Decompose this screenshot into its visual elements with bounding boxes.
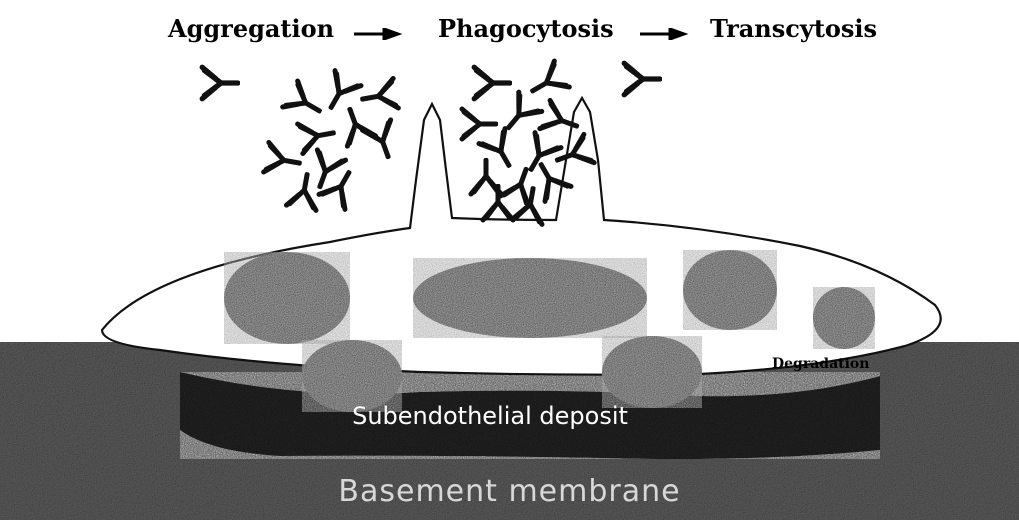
process-steps: Aggregation Phagocytosis Transcytosis xyxy=(0,10,1019,50)
step-phagocytosis: Phagocytosis xyxy=(438,14,614,43)
step-transcytosis: Transcytosis xyxy=(710,14,877,43)
step-aggregation: Aggregation xyxy=(168,14,334,43)
nucleus-center xyxy=(413,258,647,338)
antibody-free-icon xyxy=(202,63,660,99)
degradation-label: Degradation xyxy=(772,356,869,372)
antibody-aggregate-icon xyxy=(264,71,403,211)
membrane-label: Basement membrane xyxy=(0,474,1019,509)
deposit-label: Subendothelial deposit xyxy=(0,402,980,430)
right-arrow-icon xyxy=(354,28,404,40)
vesicle-right xyxy=(683,250,777,330)
vesicle-left xyxy=(224,252,350,344)
vesicle-degrading xyxy=(813,287,875,349)
vesicle-transcytosis-right xyxy=(602,336,702,408)
right-arrow-icon xyxy=(640,28,690,40)
